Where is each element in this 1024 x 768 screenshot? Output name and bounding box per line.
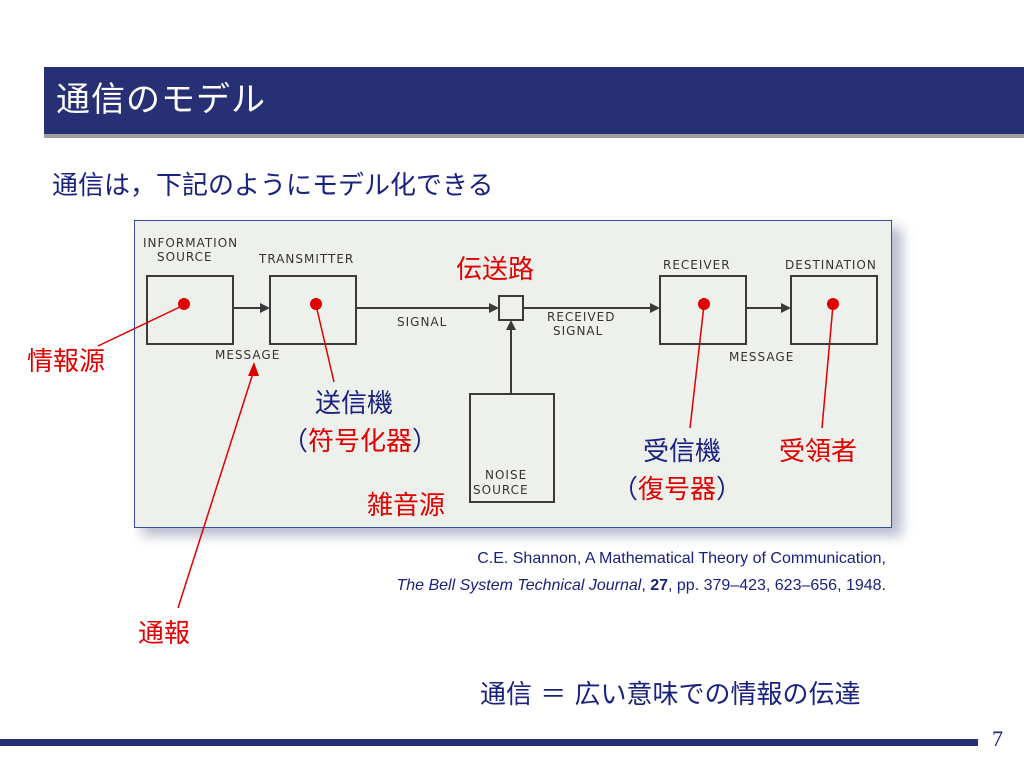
title-bar	[44, 67, 1024, 134]
label-received-signal: SIGNAL	[553, 324, 603, 338]
label-message-left: MESSAGE	[215, 348, 280, 362]
dot-info-source	[178, 298, 190, 310]
annotation-receiver: 受信機	[643, 437, 722, 467]
lead-text: 通信は，下記のようにモデル化できる	[52, 171, 494, 201]
label-noise: NOISE	[485, 468, 527, 482]
label-noise-source: SOURCE	[473, 483, 529, 497]
citation-line-1: C.E. Shannon, A Mathematical Theory of C…	[477, 550, 886, 567]
label-message-right: MESSAGE	[729, 350, 794, 364]
page-number: 7	[992, 726, 1003, 751]
label-source: SOURCE	[157, 250, 213, 264]
title-accent-line	[44, 134, 1024, 138]
shannon-diagram-figure: INFORMATION SOURCE TRANSMITTER RECEIVER …	[134, 220, 892, 528]
citation-line-2: The Bell System Technical Journal, 27, p…	[396, 577, 886, 594]
info-source-box	[146, 275, 234, 345]
label-received: RECEIVED	[547, 310, 615, 324]
label-signal: SIGNAL	[397, 315, 447, 329]
footer-line	[0, 739, 978, 746]
annotation-noise-source: 雑音源	[367, 491, 446, 521]
annotation-transmitter: 送信機	[315, 389, 394, 419]
label-information: INFORMATION	[143, 236, 238, 250]
dot-destination	[827, 298, 839, 310]
label-transmitter: TRANSMITTER	[258, 252, 354, 266]
annotation-encoder: （符号化器）	[282, 427, 439, 457]
receiver-box	[659, 275, 747, 345]
dot-transmitter	[310, 298, 322, 310]
label-destination: DESTINATION	[785, 258, 877, 272]
pointer-message-arrowhead	[248, 362, 259, 376]
transmitter-box	[269, 275, 357, 345]
label-receiver: RECEIVER	[663, 258, 731, 272]
shannon-diagram: INFORMATION SOURCE TRANSMITTER RECEIVER …	[143, 236, 878, 503]
pointer-info-source	[97, 304, 185, 347]
dot-receiver	[698, 298, 710, 310]
annotation-message: 通報	[138, 619, 191, 649]
slide-title: 通信のモデル	[56, 80, 266, 120]
pointer-message	[177, 369, 255, 609]
destination-box	[790, 275, 878, 345]
bottom-note: 通信 ＝ 広い意味での情報の伝達	[480, 680, 861, 710]
pointer-receiver	[689, 304, 705, 429]
annotation-info-source: 情報源	[27, 347, 106, 377]
pointer-transmitter	[315, 304, 335, 383]
annotation-channel: 伝送路	[456, 255, 535, 285]
annotation-destination: 受領者	[779, 437, 858, 467]
pointer-destination	[821, 304, 834, 429]
annotation-decoder: （復号器）	[612, 475, 743, 505]
